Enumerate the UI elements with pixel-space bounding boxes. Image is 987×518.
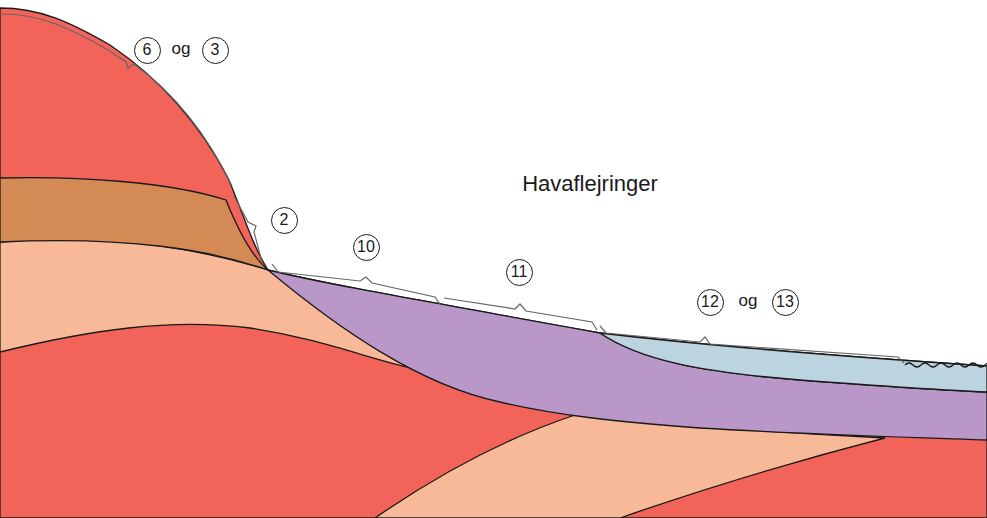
callout-circle: 3	[202, 37, 229, 64]
water-waves	[905, 363, 987, 367]
callout-number: 12	[701, 294, 719, 310]
callout-circle: 10	[353, 234, 380, 261]
connector-word: og	[172, 40, 191, 57]
callout-number: 2	[280, 212, 289, 228]
connector-word: og	[739, 292, 758, 309]
callout-circle: 12	[697, 289, 724, 316]
callout-number: 10	[357, 239, 375, 255]
callout-circle: 2	[271, 207, 298, 234]
brown-layer	[0, 178, 268, 270]
callout-number: 3	[211, 42, 220, 58]
blue-layer	[600, 333, 987, 392]
callout-number: 13	[776, 294, 794, 310]
callout-circle: 13	[772, 289, 799, 316]
region-label: Havaflejringer	[522, 173, 658, 195]
bedrock-red	[0, 8, 987, 518]
callout-circle: 11	[506, 259, 533, 286]
brackets	[2, 14, 904, 363]
callout-number: 6	[143, 42, 152, 58]
purple-layer	[268, 270, 987, 440]
callout-number: 11	[511, 264, 528, 280]
callout-circle: 6	[134, 37, 161, 64]
